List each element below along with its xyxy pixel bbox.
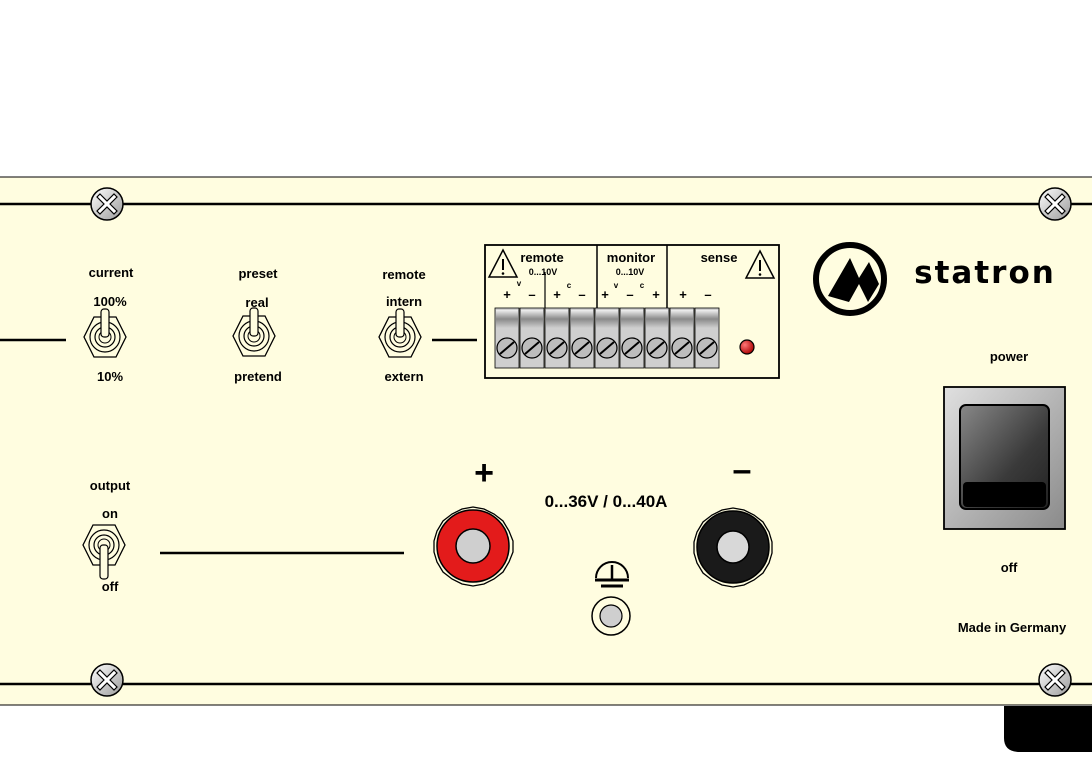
brand-name: statron <box>914 255 1056 291</box>
remote-intern-label: intern <box>385 294 423 309</box>
terminal-screw[interactable] <box>669 307 695 369</box>
current-low-label: 10% <box>96 369 124 384</box>
power-off-label: off <box>1000 560 1018 575</box>
output-rating: 0...36V / 0...40A <box>544 492 668 511</box>
preset-switch-title: preset <box>238 266 278 281</box>
polarity-mark: – <box>528 287 536 302</box>
polarity-mark: – <box>626 287 634 302</box>
screw-icon <box>1038 663 1072 697</box>
current-high-label: 100% <box>93 294 127 309</box>
monitor-terminal-label: monitor <box>606 250 656 265</box>
polarity-mark: + <box>503 287 511 302</box>
polarity-mark: – <box>704 287 712 302</box>
remote-range-label: 0...10V <box>528 267 558 277</box>
warning-icon <box>744 249 776 279</box>
terminal-screw[interactable] <box>519 307 545 369</box>
polarity-mark: + <box>652 287 660 302</box>
remote-switch-title: remote <box>382 267 426 282</box>
screw-icon <box>90 663 124 697</box>
preset-pretend-label: pretend <box>234 369 282 384</box>
monitor-range-label: 0...10V <box>615 267 645 277</box>
power-label: power <box>989 349 1029 364</box>
positive-terminal-symbol: + <box>474 454 494 492</box>
rack-handle <box>1004 706 1092 752</box>
output-switch-title: output <box>89 478 131 493</box>
terminal-screw[interactable] <box>594 307 620 369</box>
terminal-screw[interactable] <box>544 307 570 369</box>
terminal-screw[interactable] <box>569 307 595 369</box>
current-switch-title: current <box>88 265 134 280</box>
voltage-letter: v <box>613 281 619 290</box>
preset-real-label: real <box>245 295 269 310</box>
screw-icon <box>1038 187 1072 221</box>
remote-terminal-label: remote <box>520 250 564 265</box>
current-letter: c <box>639 281 645 290</box>
polarity-mark: + <box>679 287 687 302</box>
ground-terminal[interactable] <box>591 596 631 636</box>
ground-icon <box>595 561 629 588</box>
polarity-mark: + <box>601 287 609 302</box>
positive-output-terminal[interactable] <box>433 506 514 587</box>
output-on-label: on <box>102 506 118 521</box>
made-in-label: Made in Germany <box>957 620 1067 635</box>
current-letter: c <box>566 281 572 290</box>
negative-output-terminal[interactable] <box>693 507 773 588</box>
statron-logo-icon <box>813 242 887 316</box>
terminal-screw[interactable] <box>644 307 670 369</box>
status-led <box>739 339 755 355</box>
warning-icon <box>487 248 519 278</box>
screw-icon <box>90 187 124 221</box>
negative-terminal-symbol: – <box>732 451 752 489</box>
terminal-screw[interactable] <box>619 307 645 369</box>
terminal-screw[interactable] <box>494 307 520 369</box>
sense-terminal-label: sense <box>700 250 738 265</box>
polarity-mark: – <box>578 287 586 302</box>
output-off-label: off <box>101 579 119 594</box>
voltage-letter: v <box>516 279 522 288</box>
terminal-screw[interactable] <box>694 307 720 369</box>
power-rocker-switch[interactable] <box>943 386 1066 530</box>
polarity-mark: + <box>553 287 561 302</box>
remote-extern-label: extern <box>384 369 424 384</box>
